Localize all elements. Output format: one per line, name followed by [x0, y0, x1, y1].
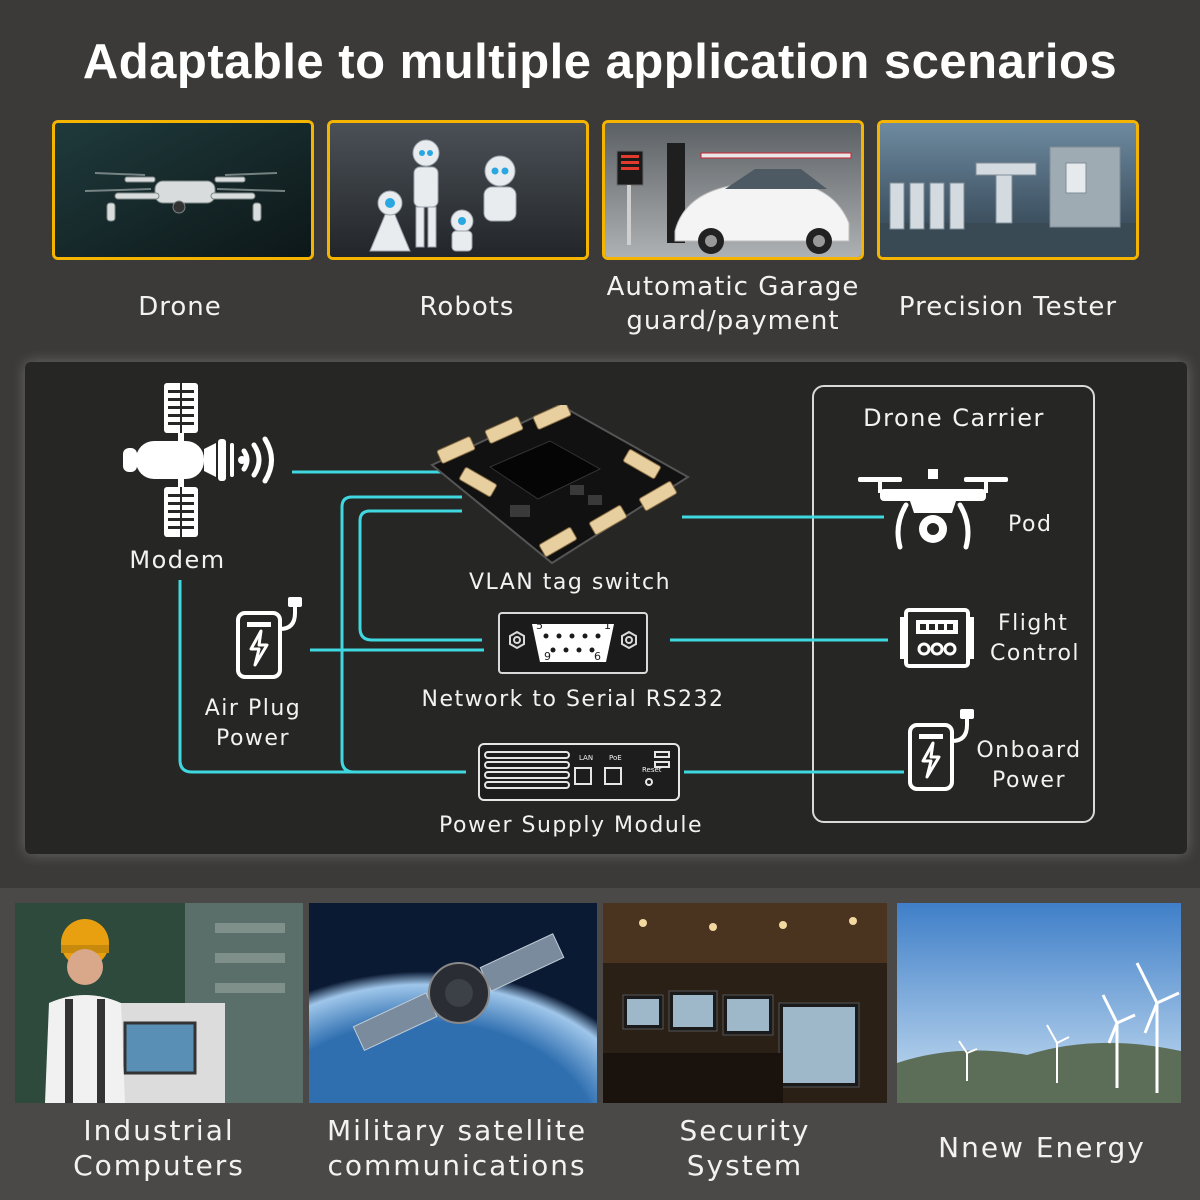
power-supply-module-icon — [478, 743, 680, 801]
app-image-satellite — [309, 903, 597, 1103]
app-image-energy — [897, 903, 1181, 1103]
app-label-energy: Nnew Energy — [938, 1131, 1146, 1164]
air-plug-power-bank-icon — [236, 597, 302, 679]
rs232-connector-icon — [498, 612, 648, 674]
page-title: Adaptable to multiple application scenar… — [82, 35, 1118, 89]
rs232-pin-5: 5 — [536, 619, 543, 632]
pod-drone-icon — [858, 469, 1008, 550]
scenario-label-garage: Automatic Garage guard/payment — [606, 272, 860, 336]
scenario-image-garage — [602, 120, 864, 260]
pod-label: Pod — [1008, 512, 1053, 537]
rs232-label: Network to Serial RS232 — [421, 687, 725, 712]
app-label-security: Security System — [679, 1114, 811, 1182]
app-label-satellite: Military satellite communications — [326, 1114, 588, 1182]
psu-poe-label: PoE — [609, 754, 622, 762]
psu-reset-label: Reset — [642, 766, 662, 774]
scenario-image-robots — [327, 120, 589, 260]
rs232-pin-1: 1 — [604, 619, 611, 632]
satellite-modem-icon — [123, 383, 274, 537]
rs232-pin-9: 9 — [544, 650, 551, 663]
onboard-power-bank-icon — [908, 709, 974, 791]
drone-carrier-box — [812, 385, 1095, 823]
vlan-switch-board-icon — [430, 405, 690, 565]
scenario-label-drone: Drone — [138, 292, 222, 322]
scenario-image-drone — [52, 120, 314, 260]
vlan-switch-label: VLAN tag switch — [468, 570, 672, 595]
scenario-image-tester — [877, 120, 1139, 260]
modem-label: Modem — [129, 546, 226, 574]
psu-lan-label: LAN — [579, 754, 594, 762]
app-image-security — [603, 903, 887, 1103]
app-label-industrial: Industrial Computers — [73, 1114, 245, 1182]
drone-carrier-title: Drone Carrier — [863, 404, 1045, 432]
rs232-pin-6: 6 — [594, 650, 601, 663]
flight-control-icon — [900, 608, 974, 668]
air-plug-power-label: Air Plug Power — [204, 696, 302, 751]
scenario-label-robots: Robots — [419, 292, 515, 322]
onboard-power-label: Onboard Power — [976, 738, 1082, 793]
power-supply-label: Power Supply Module — [439, 813, 703, 838]
scenario-label-tester: Precision Tester — [898, 292, 1118, 322]
flight-control-label: Flight Control — [990, 611, 1081, 666]
app-image-industrial — [15, 903, 303, 1103]
